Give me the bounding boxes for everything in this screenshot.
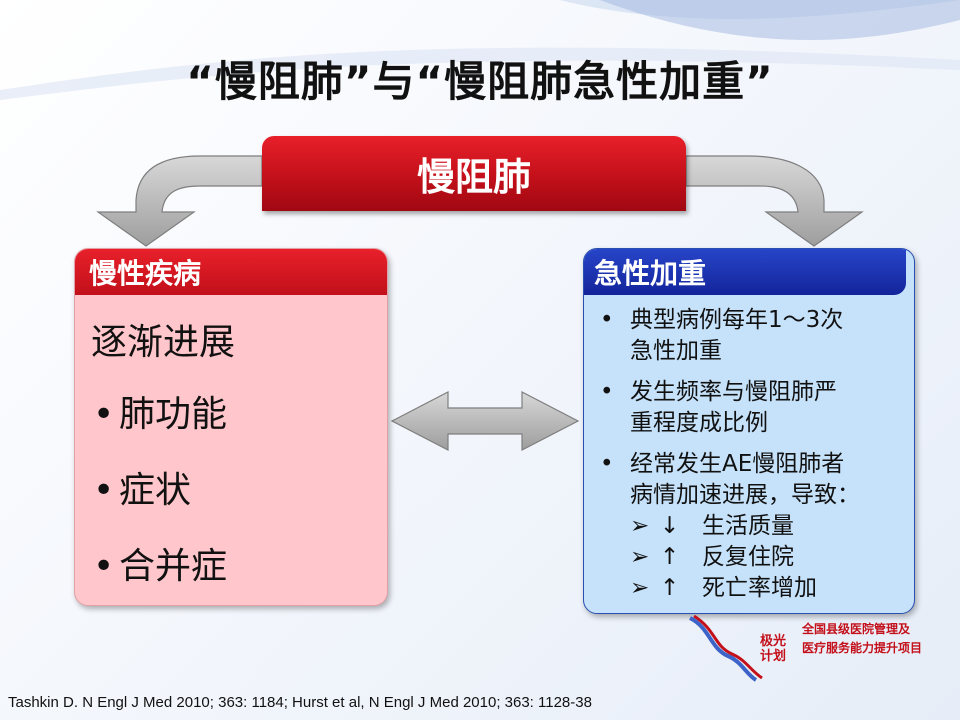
gradual-progression-text: 逐渐进展 [91, 322, 236, 363]
sub-item: ➢↑反复住院 [630, 542, 906, 573]
bullet-icon: • [93, 546, 115, 587]
acute-exacerbation-header: 急性加重 [584, 249, 906, 295]
curved-arrow-right [685, 155, 864, 247]
arrowhead-bullet-icon: ➢ [630, 575, 650, 601]
arrowhead-bullet-icon: ➢ [630, 513, 650, 539]
bullet-icon: • [93, 470, 115, 511]
project-logo: 极光 计划 全国县级医院管理及 医疗服务能力提升项目 [680, 612, 930, 682]
list-item: •合并症 [93, 546, 228, 587]
list-item: • 发生频率与慢阻肺严 重程度成比例 [600, 379, 837, 436]
list-item: • 典型病例每年1～3次 急性加重 [600, 307, 844, 364]
bullet-icon: • [600, 451, 614, 477]
sub-item: ➢↓生活质量 [630, 511, 906, 542]
slide-title: “慢阻肺”与“慢阻肺急性加重” [186, 57, 774, 106]
logo-text: 全国县级医院管理及 医疗服务能力提升项目 [802, 622, 923, 655]
chronic-disease-header: 慢性疾病 [75, 249, 387, 295]
curved-arrow-left [96, 155, 263, 247]
double-arrow [390, 391, 580, 451]
bullet-icon: • [600, 379, 614, 405]
trend-arrow-icon: ↑ [660, 575, 680, 601]
acute-exacerbation-box: 急性加重 • 典型病例每年1～3次 急性加重 • 发生频率与慢阻肺严 重程度成比… [583, 248, 915, 614]
trend-arrow-icon: ↑ [660, 544, 680, 570]
citation-footer: Tashkin D. N Engl J Med 2010; 363: 1184;… [8, 694, 592, 711]
bullet-icon: • [93, 394, 115, 435]
bullet-icon: • [600, 307, 614, 333]
logo-brand: 极光 计划 [760, 634, 787, 664]
list-item: • 经常发生AE慢阻肺者 病情加速进展，导致： ➢↓生活质量 ➢↑反复住院 ➢↑… [596, 449, 906, 604]
chronic-disease-list: •肺功能 •症状 •合并症 [93, 385, 228, 605]
list-item: •肺功能 [93, 394, 228, 435]
sub-item: ➢↑死亡率增加 [630, 573, 906, 604]
logo-swirl-icon [688, 614, 763, 682]
acute-exacerbation-list: • 典型病例每年1～3次 急性加重 • 发生频率与慢阻肺严 重程度成比例 • 经… [596, 305, 906, 613]
arrowhead-bullet-icon: ➢ [630, 544, 650, 570]
copd-banner: 慢阻肺 [262, 136, 686, 211]
trend-arrow-icon: ↓ [660, 513, 680, 539]
list-item: •症状 [93, 470, 192, 511]
chronic-disease-box: 慢性疾病 逐渐进展 •肺功能 •症状 •合并症 [74, 248, 388, 606]
